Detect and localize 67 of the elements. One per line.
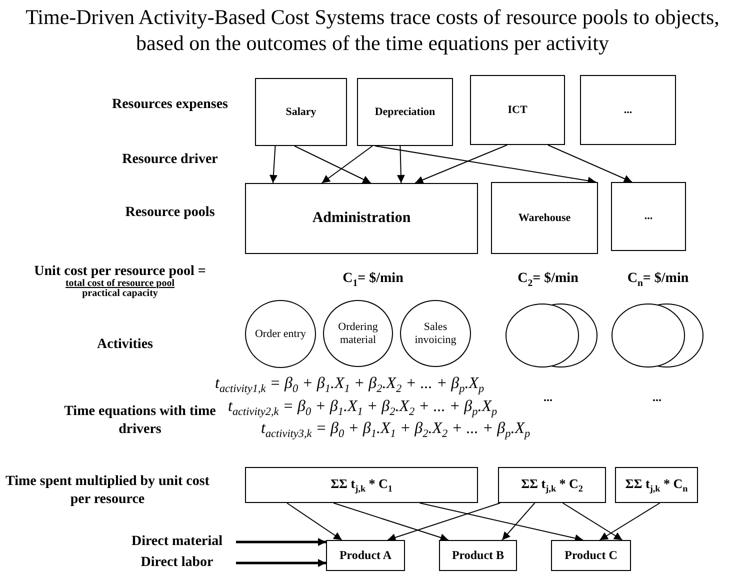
node-text: ICT — [506, 104, 528, 116]
time-equation: t$_{activity2,k}$ = β$_{0}$ + β$_{1}$.X$_{1}$ + β$_{2}$.X$_{2}$ + ... + β$_{p}$.X$_{p}$ — [228, 397, 498, 420]
arrow — [236, 559, 326, 567]
arrow — [502, 502, 536, 540]
row-label: ... — [652, 390, 662, 406]
product-box — [439, 540, 517, 571]
activity-circles — [611, 303, 704, 368]
arrow — [599, 502, 660, 540]
arrow — [294, 146, 372, 184]
activity-circles — [505, 303, 598, 368]
row-label: Activities — [96, 336, 154, 354]
row-label: Unit cost per resource pool = — [33, 263, 207, 279]
node-text: ΣΣ t$_{j,k}$ * C$_{n}$ — [624, 476, 689, 494]
cost-box — [498, 467, 606, 503]
node-text: ΣΣ t$_{j,k}$ * C$_{2}$ — [520, 476, 584, 494]
row-label: C$_{1}$= $/min — [342, 270, 404, 291]
row-label: total cost of resource pool — [64, 278, 176, 289]
resource-pool-box — [245, 183, 478, 254]
row-label: C$_{2}$= $/min — [516, 270, 580, 291]
row-label: Resource driver — [121, 151, 219, 169]
expense-box — [357, 78, 453, 146]
node-text: Sales invoicing — [414, 321, 458, 346]
row-label: Time spent multiplied by unit cost per resource — [5, 473, 210, 510]
row-label: ... — [542, 390, 554, 406]
node-text: Ordering material — [337, 321, 379, 346]
diagram-title: Time-Driven Activity-Based Cost Systems trace costs of resource pools to objects, based on the outcomes of the time equations per activity — [24, 4, 720, 56]
resource-pool-box — [611, 182, 686, 251]
expense-box — [580, 75, 676, 145]
time-equation: t$_{activity3,k}$ = β$_{0}$ + β$_{1}$.X$_{1}$ + β$_{2}$.X$_{2}$ + ... + β$_{p}$.X$_{p}$ — [261, 419, 530, 442]
node-text: Warehouse — [517, 212, 572, 224]
node-text: Product B — [450, 548, 506, 562]
cost-box — [615, 467, 698, 503]
product-box — [551, 540, 631, 571]
row-label: Resources expenses — [110, 96, 229, 114]
arrow — [236, 538, 326, 546]
time-equation: t$_{activity1,k}$ = β$_{0}$ + β$_{1}$.X$_{1}$ + β$_{2}$.X$_{2}$ + ... + β$_{p}$.X$_{p}$ — [215, 374, 484, 397]
node-text: Product C — [564, 548, 618, 562]
arrow — [562, 502, 623, 540]
arrow — [396, 146, 405, 184]
arrow — [321, 146, 373, 184]
expense-box — [470, 75, 565, 145]
product-box — [326, 540, 405, 571]
node-text: Order entry — [254, 328, 307, 340]
arrow — [269, 146, 278, 184]
node-text: Direct labor — [140, 555, 214, 571]
node-text: ... — [643, 210, 654, 223]
arrow — [414, 144, 508, 184]
arrow — [419, 502, 584, 542]
row-label: Time equations with time drivers — [63, 403, 217, 440]
row-label: C$_{n}$= $/min — [626, 270, 690, 291]
node-text: Administration — [311, 210, 412, 227]
node-text: Product A — [338, 548, 393, 562]
node-text: ΣΣ t$_{j,k}$ * C$_{1}$ — [330, 476, 394, 494]
arrow — [286, 502, 342, 540]
cost-box — [245, 467, 478, 503]
arrow — [387, 502, 501, 542]
arrow — [333, 502, 449, 542]
expense-box — [255, 78, 347, 146]
arrow — [374, 146, 596, 185]
node-text: Depreciation — [374, 106, 436, 118]
arrow — [547, 144, 632, 182]
resource-pool-box — [491, 182, 598, 254]
row-label: Resource pools — [124, 204, 216, 222]
row-label: practical capacity — [81, 288, 158, 299]
node-text: Direct material — [130, 534, 224, 550]
node-text: Salary — [284, 106, 318, 118]
node-text: ... — [622, 104, 634, 116]
